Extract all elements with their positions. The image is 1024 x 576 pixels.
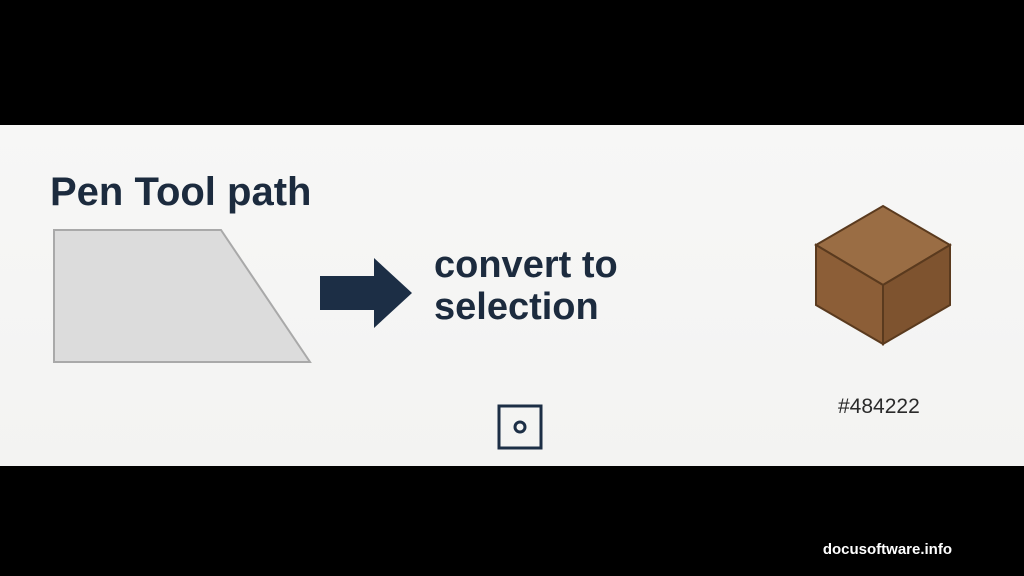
convert-line-1: convert to	[434, 244, 618, 286]
trapezoid-path-shape	[50, 226, 316, 371]
watermark: docusoftware.info	[822, 541, 952, 558]
convert-to-selection-label: convert to selection	[434, 244, 618, 328]
cube-icon	[812, 203, 954, 352]
letterbox-top	[0, 0, 1024, 125]
convert-line-2: selection	[434, 286, 599, 328]
right-arrow-icon	[318, 256, 414, 335]
selection-icon	[497, 404, 543, 455]
letterbox-bottom	[0, 466, 1024, 576]
color-hex-label: #484222	[838, 395, 920, 418]
slide-title: Pen Tool path	[50, 170, 312, 214]
